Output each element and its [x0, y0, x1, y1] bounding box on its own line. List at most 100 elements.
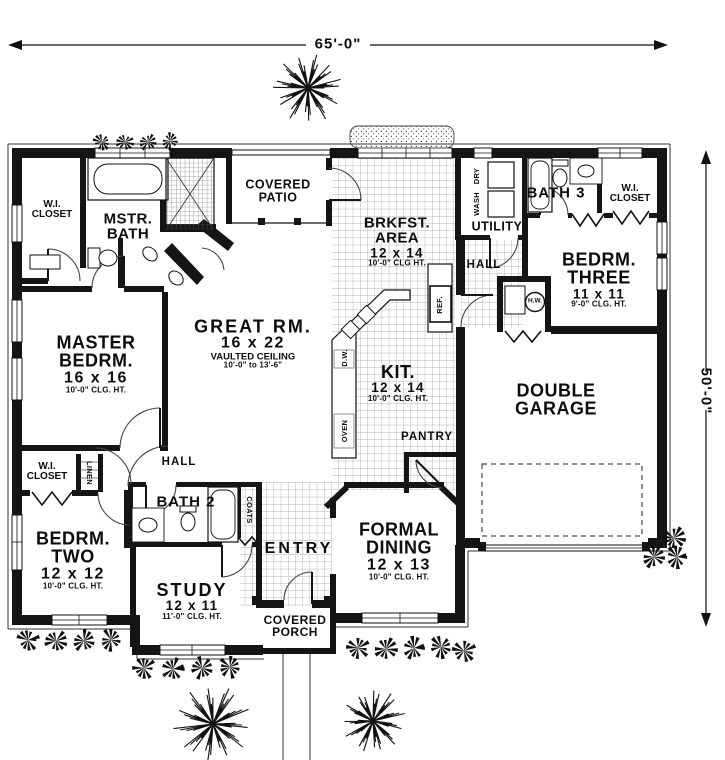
- shrub-icon: [643, 544, 666, 569]
- master-vanity-sinks: [142, 246, 184, 286]
- room-label-bath3: BATH 3: [526, 184, 586, 202]
- shrub-icon: [16, 630, 40, 651]
- shrub-icons: [16, 132, 688, 680]
- room-label-hall-right: HALL: [466, 259, 502, 272]
- room-label-entry: ENTRY: [264, 539, 334, 557]
- tree-icons: [173, 54, 405, 760]
- breakfast-name: BRKFST. AREA: [363, 214, 431, 248]
- tree-icon: [173, 688, 249, 760]
- door-swings: [47, 167, 569, 601]
- hedge: [349, 125, 455, 149]
- shrub-icon: [115, 134, 135, 150]
- room-label-bedroom-three: BEDRM. THREE 11 x 11 9'-0" CLG. HT.: [553, 251, 645, 310]
- bedroom-two-name: BEDRM. TWO: [36, 528, 110, 567]
- shrub-icon: [139, 133, 157, 151]
- water-heater: [504, 285, 546, 315]
- shrub-icon: [374, 637, 398, 659]
- kitchen-counter: [331, 289, 411, 459]
- shrub-icon: [451, 640, 477, 663]
- room-label-study: STUDY 12 x 11 11'-0" CLG. HT.: [156, 579, 228, 621]
- bath2-fixtures: [131, 486, 239, 543]
- room-label-covered-patio: COVERED PATIO: [245, 177, 311, 204]
- depth-dimension-label: 50'-0": [697, 367, 715, 415]
- formal-dining-size: 12 x 13: [367, 556, 431, 574]
- shrub-icon: [73, 629, 95, 652]
- bath3-fixtures: [527, 157, 603, 213]
- windows: [11, 147, 668, 656]
- closet-bench: [29, 254, 61, 270]
- shrub-icon: [345, 638, 370, 659]
- shrub-icon: [162, 657, 185, 679]
- room-label-breakfast: BRKFST. AREA 12 x 14 10'-0" CLG HT.: [355, 216, 439, 269]
- room-label-closet-three: W.I. CLOSET: [609, 182, 651, 204]
- walkway: [282, 654, 311, 760]
- dimension-lines: [20, 44, 707, 620]
- master-shower: [165, 157, 215, 231]
- master-bedroom-name: MASTER BEDRM.: [56, 332, 136, 371]
- room-label-great-room: GREAT RM. 16 x 22 VAULTED CEILING 10'-0"…: [194, 316, 312, 371]
- room-label-bedroom-two: BEDRM. TWO 12 x 12 10'-0" CLG. HT.: [28, 529, 118, 590]
- bifold-doors: [31, 209, 650, 547]
- room-label-garage: DOUBLE GARAGE: [514, 380, 597, 419]
- kitchen-size: 12 x 14: [371, 380, 425, 396]
- room-label-pantry: PANTRY: [401, 431, 453, 444]
- room-label-kitchen: KIT. 12 x 14 10'-0" CLG. HT.: [367, 361, 429, 403]
- room-label-covered-porch: COVERED PORCH: [263, 612, 327, 639]
- master-bedroom-size: 16 x 16: [64, 369, 128, 387]
- water-heater-label: H.W.: [527, 297, 543, 305]
- shrub-icon: [219, 655, 240, 679]
- oven-label: OVEN: [340, 419, 350, 443]
- angled-wall-stubs: [323, 484, 464, 510]
- formal-dining-ceiling: 10'-0" CLG. HT.: [368, 572, 430, 582]
- kitchen-name: KIT.: [380, 361, 416, 382]
- shrub-icon: [132, 658, 155, 679]
- refrigerator-counter: [427, 263, 453, 333]
- bedroom-three-size: 11 x 11: [573, 286, 625, 302]
- kitchen-ceiling: 10'-0" CLG. HT.: [367, 393, 429, 403]
- patio-edge: [231, 149, 331, 225]
- master-toilet: [87, 247, 118, 269]
- washer-dryer: [487, 161, 515, 218]
- formal-dining-name: FORMAL DINING: [359, 519, 439, 558]
- master-bedroom-ceiling: 10'-0" CLG. HT.: [65, 385, 127, 395]
- linen-label: LINEN: [84, 461, 94, 485]
- dimension-arrows: [8, 40, 711, 627]
- master-tub: [87, 157, 169, 201]
- room-label-utility: UTILITY: [471, 219, 523, 234]
- great-room-size: 16 x 22: [221, 335, 285, 353]
- great-room-note: VAULTED CEILING: [210, 351, 296, 363]
- room-label-master-bedroom: MASTER BEDRM. 16 x 16 10'-0" CLG. HT.: [44, 333, 148, 394]
- room-label-master-bath: MSTR. BATH: [103, 210, 153, 243]
- great-room-name: GREAT RM.: [194, 316, 312, 337]
- room-label-closet-two: W.I. CLOSET: [26, 460, 68, 482]
- study-size: 12 x 11: [165, 598, 219, 614]
- shrub-icon: [667, 545, 688, 570]
- shrub-icon: [162, 132, 178, 151]
- shrub-icon: [191, 655, 213, 680]
- shrub-icon: [662, 526, 687, 549]
- width-dimension-label: 65'-0": [314, 35, 362, 53]
- shrub-icon: [101, 628, 121, 652]
- room-label-bath2: BATH 2: [156, 493, 216, 511]
- refrigerator-label: REF.: [435, 296, 445, 314]
- study-ceiling: 11'-0" CLG. HT.: [162, 611, 222, 621]
- tree-icon: [273, 54, 341, 121]
- bedroom-two-ceiling: 10'-0" CLG. HT.: [42, 581, 104, 591]
- bedroom-three-name: BEDRM. THREE: [562, 249, 636, 289]
- bedroom-two-size: 12 x 12: [41, 565, 105, 583]
- room-label-master-closet: W.I. CLOSET: [31, 198, 73, 220]
- bedroom-three-ceiling: 9'-0" CLG. HT.: [571, 300, 627, 310]
- room-label-hall-left: HALL: [161, 456, 197, 469]
- shrub-icon: [430, 635, 451, 660]
- room-label-formal-dining: FORMAL DINING 12 x 13 10'-0" CLG. HT.: [349, 520, 449, 581]
- fixtures: [29, 157, 603, 543]
- study-name: STUDY: [156, 579, 228, 600]
- breakfast-ceiling: 10'-0" CLG HT.: [368, 259, 426, 269]
- coats-label: COATS: [244, 496, 254, 524]
- dishwasher-label: D.W.: [340, 349, 350, 367]
- shrub-icon: [403, 635, 425, 660]
- shrub-icon: [92, 134, 109, 151]
- tree-icon: [344, 690, 405, 752]
- shrub-icon: [44, 630, 68, 651]
